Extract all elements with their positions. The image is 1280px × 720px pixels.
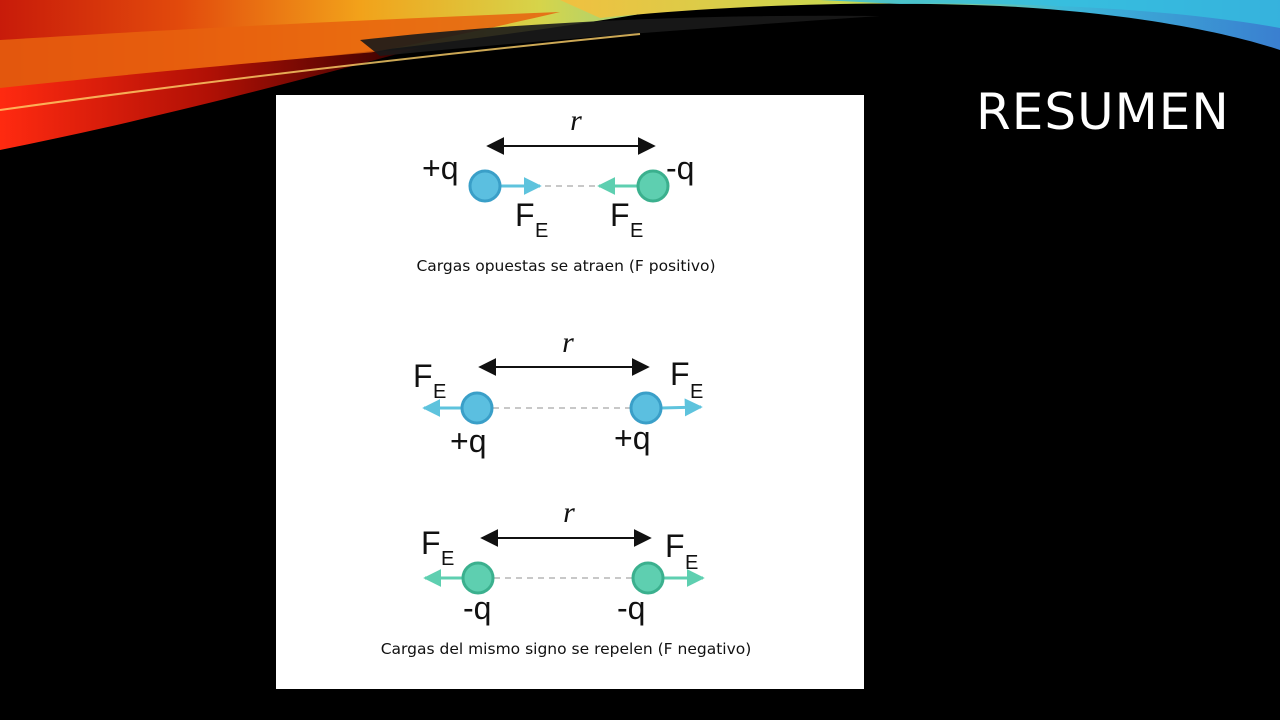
right-charge-label: -q (617, 590, 645, 626)
right-force-subscript: E (630, 220, 643, 242)
repulsion-caption: Cargas del mismo signo se repelen (F neg… (381, 640, 752, 658)
swoosh-teal-band (820, 0, 1280, 28)
left-force-label: F (515, 197, 535, 233)
left-charge-label: -q (463, 590, 491, 626)
positive-charge-right (629, 391, 663, 425)
right-force-label: F (610, 197, 630, 233)
right-charge-label: -q (666, 150, 694, 186)
swoosh-thin-line (0, 33, 641, 111)
positive-charge (468, 169, 502, 203)
coulomb-diagram-figure: r +q -q F E F E Cargas opuestas se atrae… (276, 95, 864, 689)
force-arrow-right (660, 398, 703, 417)
left-charge-label: +q (450, 423, 486, 459)
coulomb-diagram-svg: r +q -q F E F E Cargas opuestas se atrae… (381, 104, 752, 658)
swoosh-red-band (0, 48, 420, 150)
attraction-caption: Cargas opuestas se atraen (F positivo) (416, 257, 715, 275)
left-force-subscript: E (441, 548, 454, 570)
negative-charge-right (631, 561, 665, 595)
left-force-label: F (413, 358, 433, 394)
negative-charge-left (461, 561, 495, 595)
right-force-label: F (670, 356, 690, 392)
distance-label: r (563, 496, 575, 529)
decorative-swoosh-banner (0, 0, 1280, 150)
left-force-label: F (421, 525, 441, 561)
distance-label: r (570, 104, 582, 137)
right-force-label: F (665, 528, 685, 564)
negative-charge (636, 169, 670, 203)
repulsion-negative-panel: r F E F E -q -q Cargas del mismo signo s… (381, 496, 752, 658)
right-force-subscript: E (690, 381, 703, 403)
left-charge-label: +q (422, 150, 458, 186)
attraction-panel: r +q -q F E F E Cargas opuestas se atrae… (416, 104, 715, 275)
repulsion-positive-panel: r F E F E +q +q (413, 326, 703, 459)
left-force-subscript: E (433, 381, 446, 403)
left-force-subscript: E (535, 220, 548, 242)
right-charge-label: +q (614, 420, 650, 456)
slide-title: RESUMEN (976, 83, 1230, 141)
distance-label: r (562, 326, 574, 359)
right-force-subscript: E (685, 552, 698, 574)
swoosh-cool-band (560, 0, 1280, 50)
swoosh-dark-gap (360, 15, 880, 56)
positive-charge-left (460, 391, 494, 425)
